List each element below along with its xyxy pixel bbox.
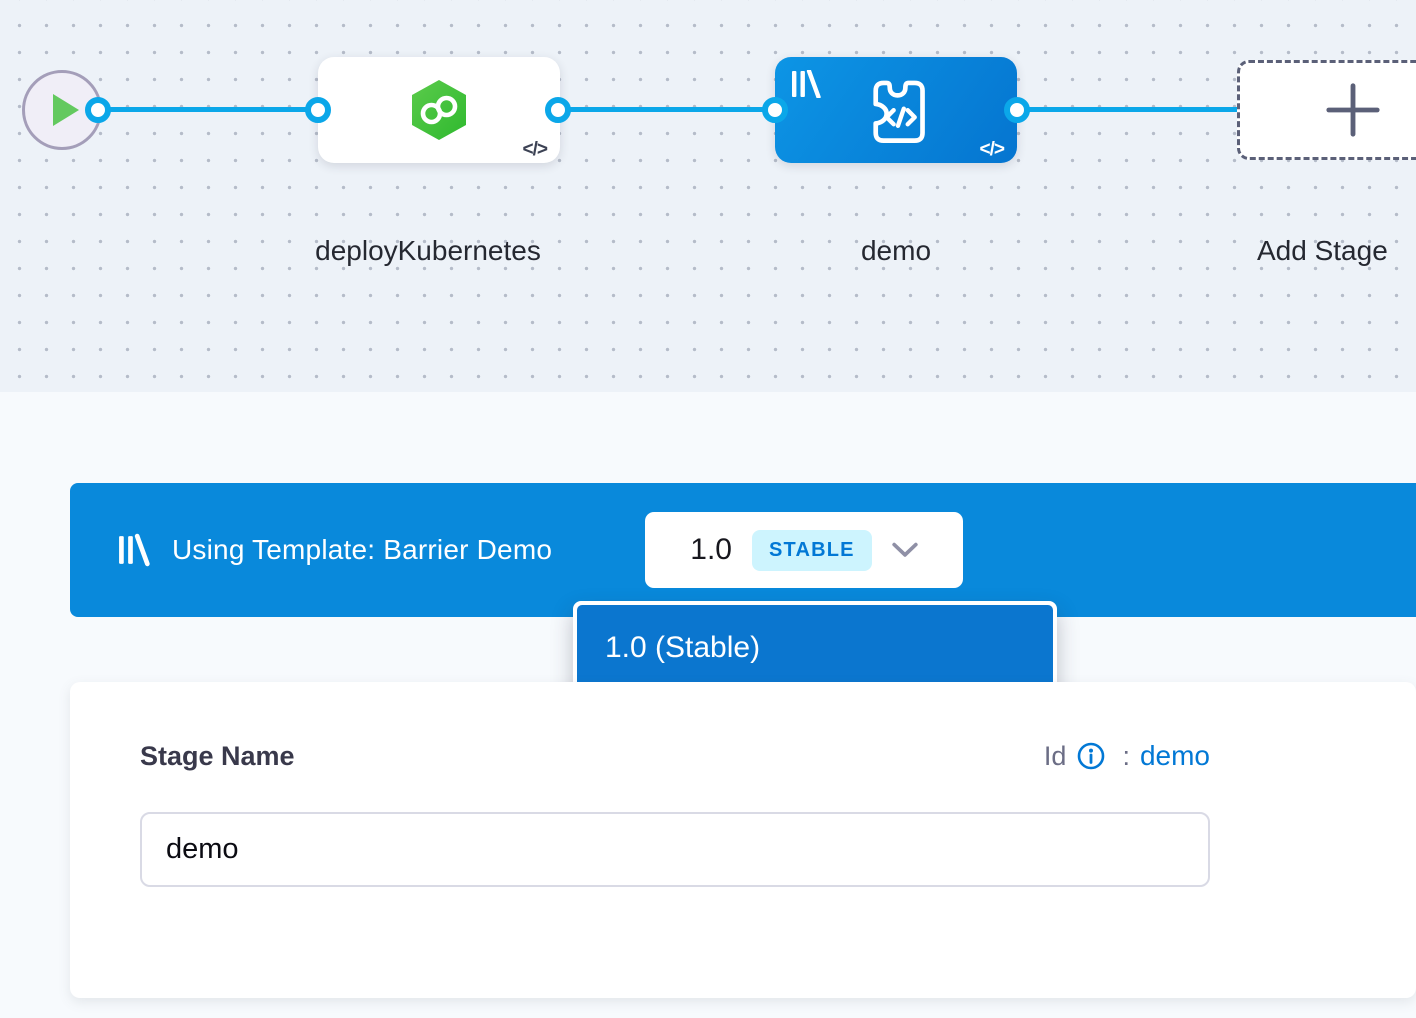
stable-badge: STABLE: [752, 529, 872, 571]
info-icon[interactable]: [1076, 741, 1106, 771]
template-version-dropdown[interactable]: 1.0 STABLE: [645, 512, 963, 588]
id-separator: :: [1122, 740, 1130, 771]
port-stage1-out[interactable]: [545, 97, 571, 123]
edge-stage1-to-stage2: [558, 107, 775, 112]
stage-node-deploykubernetes[interactable]: </>: [318, 57, 560, 163]
stage-name-label: Stage Name: [140, 740, 295, 771]
id-label: Id: [1043, 740, 1067, 771]
pipeline-canvas[interactable]: </> </> deplo: [0, 0, 1416, 392]
stage-name-header-row: Stage Name Id : demo: [140, 740, 1210, 772]
edge-start-to-stage1: [98, 107, 318, 112]
using-template-label: Using Template: Barrier Demo: [172, 534, 553, 565]
port-stage2-in[interactable]: [762, 97, 788, 123]
template-library-icon: [791, 70, 821, 98]
template-version-value: 1.0: [690, 533, 732, 566]
yaml-code-icon[interactable]: </>: [979, 139, 1006, 160]
stage-overview-card: Stage Name Id : demo: [70, 682, 1416, 998]
plus-icon: [1326, 83, 1380, 137]
stage-detail-panel: Using Template: Barrier Demo 1.0 STABLE …: [0, 392, 1416, 1018]
play-icon: [52, 94, 79, 126]
stage-id-value[interactable]: demo: [1139, 740, 1210, 771]
version-option-1-0-stable[interactable]: 1.0 (Stable): [577, 605, 1053, 691]
port-start-out[interactable]: [85, 97, 111, 123]
stage-name-input[interactable]: [140, 812, 1210, 887]
chevron-down-icon: [892, 542, 918, 557]
add-stage-label: Add Stage: [1257, 235, 1388, 266]
using-template-banner: Using Template: Barrier Demo 1.0 STABLE: [70, 483, 1416, 617]
template-library-icon: [119, 533, 150, 567]
stage-label-deploykubernetes: deployKubernetes: [315, 235, 541, 266]
infinity-hexagon-icon: [407, 78, 471, 142]
edge-stage2-to-add: [1017, 107, 1238, 112]
port-stage2-out[interactable]: [1004, 97, 1030, 123]
stage-id-group: Id : demo: [1044, 740, 1210, 772]
stage-node-demo[interactable]: </>: [775, 57, 1017, 163]
yaml-code-icon[interactable]: </>: [522, 139, 549, 160]
stage-label-demo: demo: [860, 235, 932, 266]
port-stage1-in[interactable]: [305, 97, 331, 123]
custom-stage-icon: [857, 72, 935, 150]
add-stage-button[interactable]: [1237, 60, 1416, 160]
